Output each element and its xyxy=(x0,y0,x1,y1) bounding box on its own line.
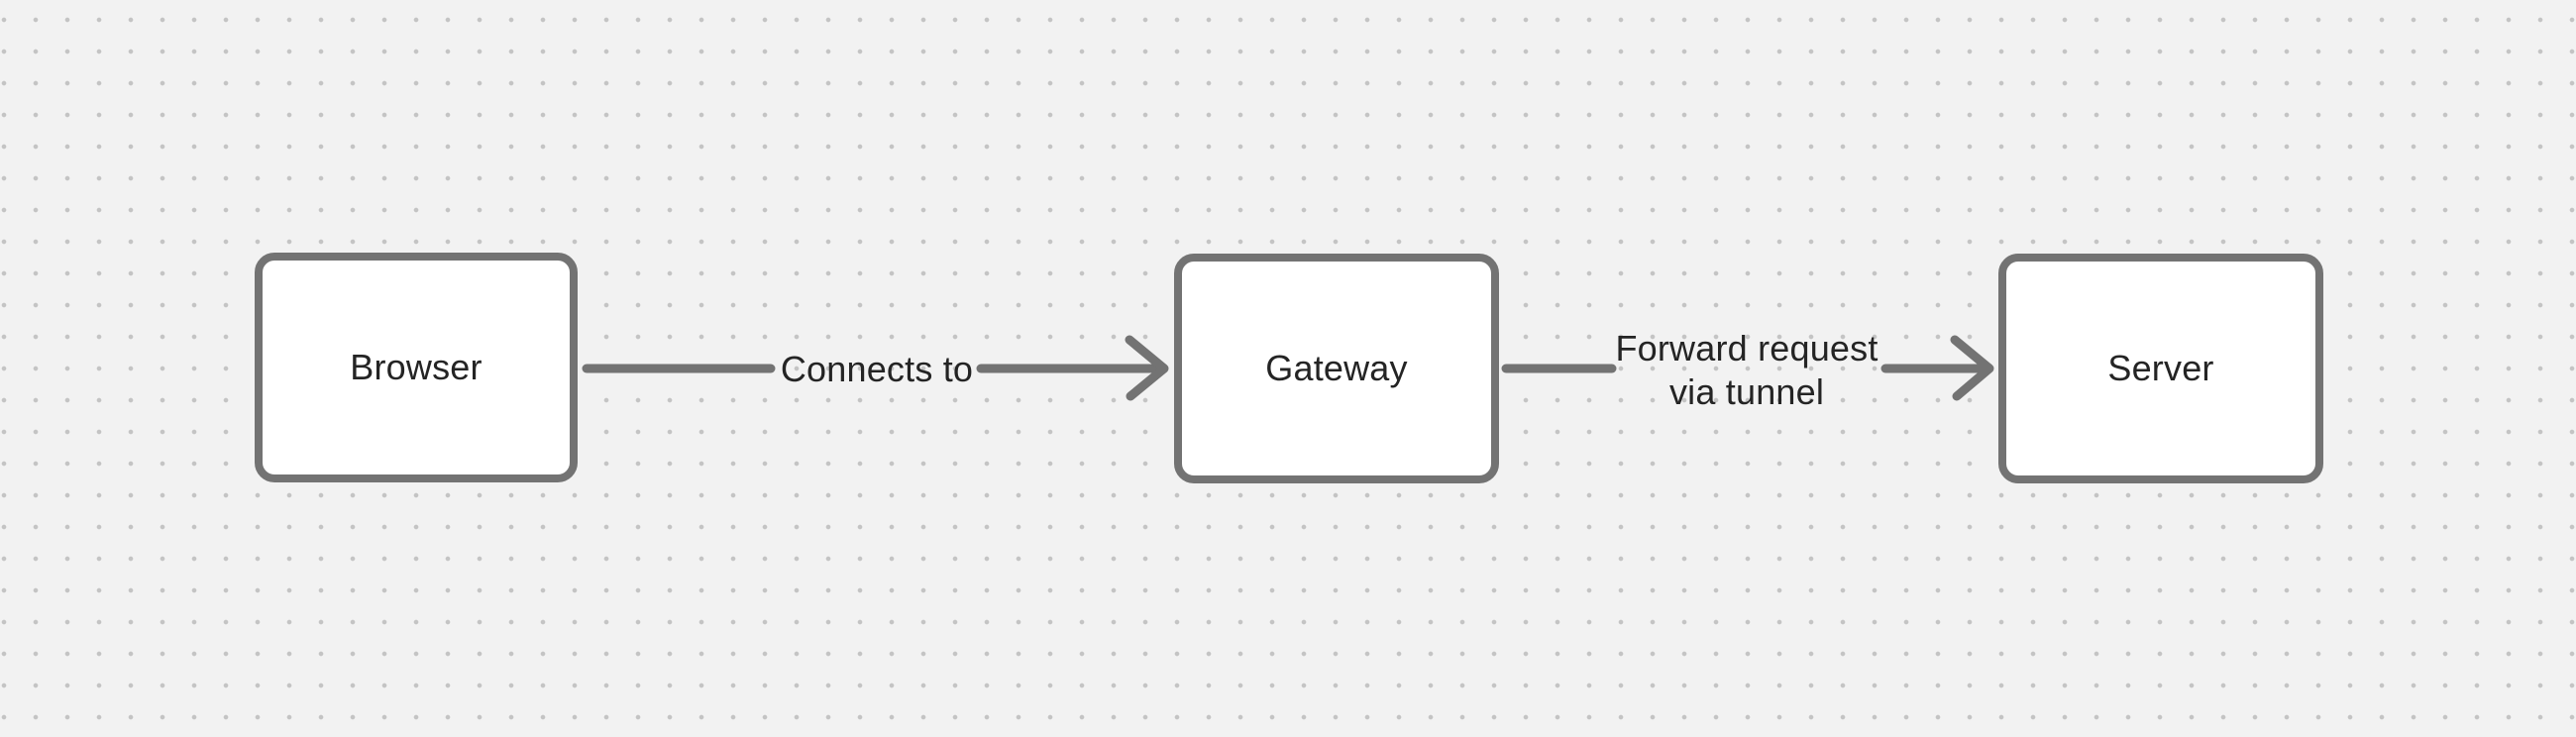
node-browser[interactable]: Browser xyxy=(255,253,578,482)
edge-label-line: Connects to xyxy=(780,349,974,389)
arrowhead-icon xyxy=(1950,335,1994,401)
edge-label-connects-to[interactable]: Connects to xyxy=(781,348,973,391)
node-gateway[interactable]: Gateway xyxy=(1174,254,1499,483)
edge-arrow-gateway-server[interactable] xyxy=(1501,335,1994,401)
node-label: Browser xyxy=(350,347,483,387)
edge-label-line: via tunnel xyxy=(1668,371,1825,412)
edge-label-forward-request[interactable]: Forward request via tunnel xyxy=(1615,327,1878,414)
arrowhead-icon xyxy=(1125,335,1169,401)
node-label: Gateway xyxy=(1265,348,1408,388)
edge-arrow-browser-gateway[interactable] xyxy=(582,335,1169,401)
edge-label-line: Forward request xyxy=(1615,328,1878,368)
node-server[interactable]: Server xyxy=(1998,254,2323,483)
node-label: Server xyxy=(2107,348,2214,388)
